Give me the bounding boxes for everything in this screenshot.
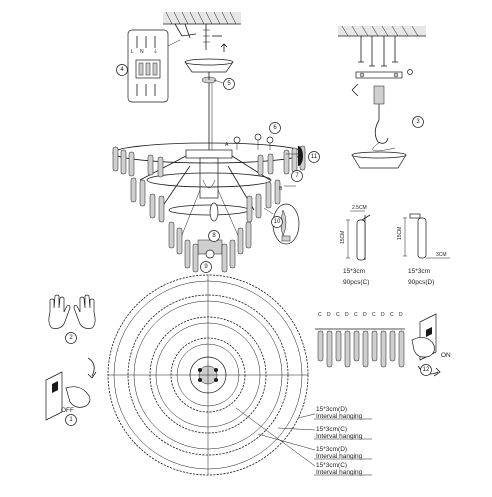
step-12-label: 12	[423, 367, 430, 373]
crystal-d-width: 3CM	[436, 252, 447, 258]
crystal-d-qty: 90pcs(D)	[408, 279, 434, 286]
svg-text:C: C	[318, 312, 322, 318]
ring-2-size: 15*3cm(C)	[316, 426, 347, 433]
crystal-d-length: 15CM	[397, 227, 403, 240]
step-12-badge	[420, 364, 432, 376]
canopy	[184, 58, 234, 150]
ring-4-text: Interval hanging	[316, 469, 363, 476]
crystals-bottom-tier	[168, 221, 252, 273]
switch-off-text: OFF	[61, 407, 74, 414]
step-3-label: 3	[416, 119, 420, 125]
svg-text:C: C	[372, 312, 376, 318]
step-5-label: 5	[227, 81, 231, 87]
crystal-c-size: 15*3cm	[343, 268, 365, 275]
crystal-d-size: 15*3cm	[408, 268, 430, 275]
svg-text:D: D	[399, 312, 403, 318]
step-8-label: 8	[212, 233, 216, 239]
ring-3-text: Interval hanging	[316, 453, 363, 460]
step-6-badge	[269, 122, 281, 134]
hanging-order-crystals	[315, 328, 405, 368]
step-6-label: 6	[273, 125, 277, 131]
step-10-label: 10	[274, 219, 281, 225]
step-7-label: 7	[295, 173, 299, 179]
crystal-c-width: 2.5CM	[352, 205, 367, 211]
step-3-badge	[412, 116, 424, 128]
switch-on-text: ON	[441, 352, 451, 359]
switch-off-icon	[45, 357, 97, 421]
switch-on-icon	[411, 313, 441, 377]
step-11-badge	[308, 151, 320, 163]
callout-a: A	[225, 142, 229, 148]
step-2-badge	[65, 332, 77, 344]
ring-1-text: Interval hanging	[316, 413, 363, 420]
callout-b: B	[279, 186, 283, 192]
crystal-c-qty: 90pcs(C)	[343, 279, 369, 286]
svg-text:D: D	[381, 312, 385, 318]
crystal-c-length: 15CM	[340, 231, 346, 244]
step-4-label: 4	[120, 67, 124, 73]
step-10-badge	[271, 216, 283, 228]
crystal-d-detail	[403, 213, 450, 259]
ring-leaders	[235, 407, 372, 476]
svg-text:⏚: ⏚	[153, 48, 158, 55]
ring-4-size: 15*3cm(C)	[316, 462, 347, 469]
ring-1-size: 15*3cm(D)	[316, 406, 347, 413]
step-11-label: 11	[311, 154, 318, 160]
ceiling-mount	[163, 11, 241, 52]
gloves-icon	[48, 294, 96, 329]
svg-text:D: D	[345, 312, 349, 318]
step-8-badge	[208, 230, 220, 242]
step-4-badge	[116, 64, 128, 76]
step-1-label: 1	[69, 417, 73, 423]
svg-text:D: D	[327, 312, 331, 318]
screw-callouts	[233, 133, 303, 166]
chandelier-top-view	[107, 274, 309, 476]
step-5-badge	[223, 78, 235, 90]
crystals-middle-tier	[130, 177, 281, 223]
step-9-label: 9	[204, 264, 208, 270]
step-7-badge	[291, 170, 303, 182]
step-1-badge	[65, 414, 77, 426]
svg-text:D: D	[363, 312, 367, 318]
ring-3-size: 15*3cm(D)	[316, 446, 347, 453]
ceiling-install-step3	[338, 25, 426, 169]
svg-text:C: C	[336, 312, 340, 318]
svg-text:N: N	[140, 49, 144, 55]
svg-text:C: C	[390, 312, 394, 318]
chandelier-side-view	[112, 142, 306, 259]
hanging-order-letters: C D C D C D C D C D	[318, 312, 403, 318]
crystal-c-detail	[346, 210, 371, 261]
step-2-label: 2	[69, 335, 73, 341]
svg-text:L: L	[131, 49, 134, 55]
ring-2-text: Interval hanging	[316, 433, 363, 440]
step-9-badge	[200, 261, 212, 273]
svg-text:C: C	[354, 312, 358, 318]
